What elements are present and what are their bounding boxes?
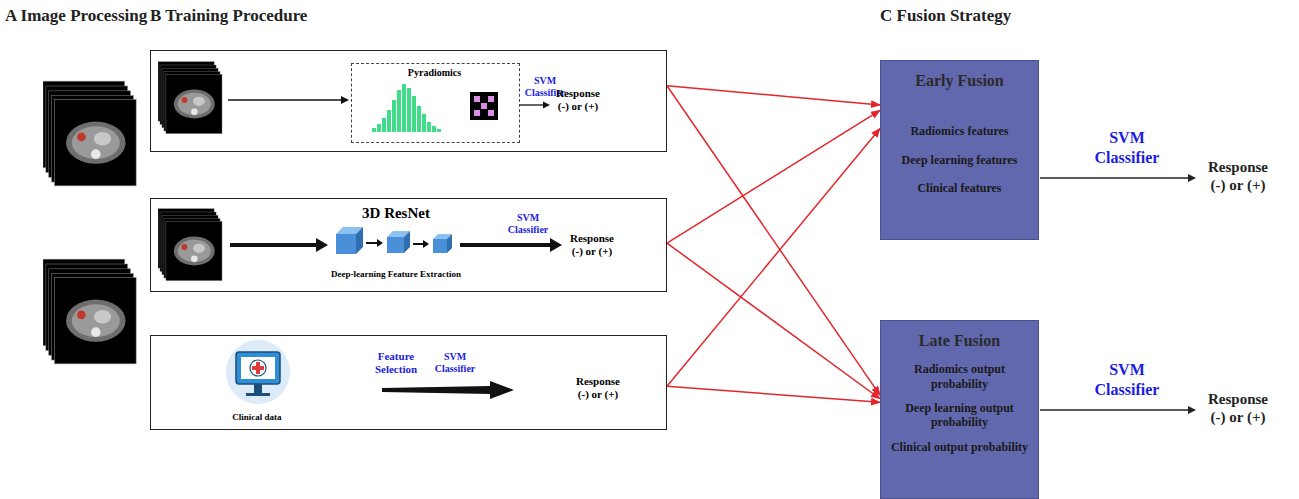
node-text: Radiomics output probability bbox=[888, 362, 1031, 391]
ct-stack bbox=[158, 209, 222, 281]
histogram-bar bbox=[417, 106, 421, 132]
node-text: Response (-) or (+) bbox=[551, 87, 605, 113]
node-text: 3D ResNet bbox=[331, 204, 461, 222]
output-arrow bbox=[1040, 409, 1188, 410]
panel-heading: C Fusion Strategy bbox=[880, 6, 1100, 26]
icon-screen bbox=[241, 357, 275, 379]
texture-cell bbox=[488, 110, 494, 116]
histogram-bar bbox=[427, 122, 431, 132]
cube-side bbox=[356, 227, 363, 254]
histogram-bar bbox=[422, 114, 426, 132]
fusion-connector bbox=[667, 128, 880, 386]
flow-arrow bbox=[460, 243, 550, 247]
ct-stack bbox=[43, 81, 136, 186]
node-text: Response (-) or (+) bbox=[571, 375, 625, 401]
node-text: Feature Selection bbox=[365, 350, 427, 376]
fusion-connector bbox=[667, 386, 880, 402]
texture-cell bbox=[481, 103, 487, 109]
texture-square bbox=[470, 92, 498, 120]
texture-icon bbox=[470, 92, 498, 120]
output-label: SVM Classifier bbox=[1082, 128, 1172, 168]
node-text: Deep-learning Feature Extraction bbox=[301, 269, 491, 280]
ct-stack bbox=[43, 259, 136, 364]
late-fusion-box: Late FusionRadiomics output probabilityD… bbox=[880, 320, 1039, 499]
output-label: Response (-) or (+) bbox=[1200, 158, 1276, 194]
arrow-head bbox=[341, 96, 349, 104]
histogram-bar bbox=[407, 88, 411, 132]
node-text: Pyradiomics bbox=[352, 67, 517, 79]
histogram bbox=[372, 84, 441, 132]
node-text: Deep learning output probability bbox=[888, 401, 1031, 430]
arrow-head bbox=[377, 239, 383, 247]
node-text: Clinical output probability bbox=[888, 440, 1031, 454]
arrow-head bbox=[1188, 174, 1196, 182]
node-text: Deep learning features bbox=[888, 153, 1031, 167]
cube-side bbox=[447, 234, 452, 253]
arrow-head bbox=[550, 238, 562, 252]
fusion-connector bbox=[667, 110, 880, 243]
node-text: Late Fusion bbox=[888, 331, 1031, 350]
node-text: SVM Classifier bbox=[431, 351, 479, 375]
arrow-head bbox=[543, 102, 550, 109]
node-text: SVM Classifier bbox=[504, 212, 552, 236]
histogram-bar bbox=[372, 128, 376, 132]
fusion-connector bbox=[667, 86, 880, 395]
clinical-icon bbox=[226, 340, 290, 404]
flow-arrow bbox=[228, 99, 341, 100]
early-fusion-box: Early FusionRadiomics featuresDeep learn… bbox=[880, 60, 1039, 240]
panel-heading: B Training Procedure bbox=[150, 6, 390, 26]
deep-learning-panel: 3D ResNetDeep-learning Feature Extractio… bbox=[150, 198, 667, 292]
histogram-bar bbox=[437, 129, 441, 132]
node-text: Radiomics features bbox=[888, 124, 1031, 138]
flow-arrow bbox=[230, 243, 316, 247]
histogram-bar bbox=[397, 90, 401, 132]
cube-front bbox=[433, 239, 447, 253]
icon-circle bbox=[226, 340, 290, 404]
pyradiomics-box: Pyradiomics bbox=[351, 63, 520, 143]
output-label: Response (-) or (+) bbox=[1200, 390, 1276, 426]
arrow-head bbox=[1188, 406, 1196, 414]
radiomics-panel: SVM ClassifierResponse (-) or (+)Pyradio… bbox=[150, 50, 667, 152]
icon-stand bbox=[254, 384, 262, 394]
flow-arrow bbox=[519, 104, 543, 105]
histogram-bar bbox=[432, 126, 436, 132]
node-text: Early Fusion bbox=[888, 71, 1031, 90]
flow-arrow bbox=[366, 242, 377, 244]
histogram-bar bbox=[402, 84, 406, 132]
flow-arrow bbox=[382, 381, 514, 399]
resnet-blocks bbox=[336, 227, 452, 254]
fusion-connector bbox=[667, 86, 880, 105]
icon-monitor bbox=[236, 352, 280, 384]
histogram-bar bbox=[382, 118, 386, 132]
histogram-bar bbox=[412, 96, 416, 132]
arrow-head bbox=[423, 240, 429, 248]
cube-front bbox=[387, 237, 404, 253]
node-text: Response (-) or (+) bbox=[565, 232, 619, 258]
flow-arrow bbox=[413, 243, 423, 245]
texture-cell bbox=[474, 96, 480, 102]
cube-side bbox=[404, 231, 410, 253]
texture-cell bbox=[488, 96, 494, 102]
cube-front bbox=[336, 234, 356, 254]
node-text: Clinical features bbox=[888, 181, 1031, 195]
histogram-bar bbox=[392, 100, 396, 132]
clinical-panel: Clinical data Feature SelectionSVM Classi… bbox=[150, 335, 667, 430]
texture-cell bbox=[474, 110, 480, 116]
histogram-bar bbox=[377, 124, 381, 132]
icon-stand bbox=[246, 393, 270, 396]
ct-stack bbox=[158, 62, 222, 134]
icon-badge bbox=[250, 360, 266, 376]
histogram-bar bbox=[387, 110, 391, 132]
output-arrow bbox=[1040, 177, 1188, 178]
arrow-head bbox=[316, 238, 328, 252]
fusion-connector bbox=[667, 243, 880, 399]
icon-cross bbox=[252, 366, 264, 370]
node-text: Clinical data bbox=[209, 412, 305, 423]
output-label: SVM Classifier bbox=[1082, 360, 1172, 400]
